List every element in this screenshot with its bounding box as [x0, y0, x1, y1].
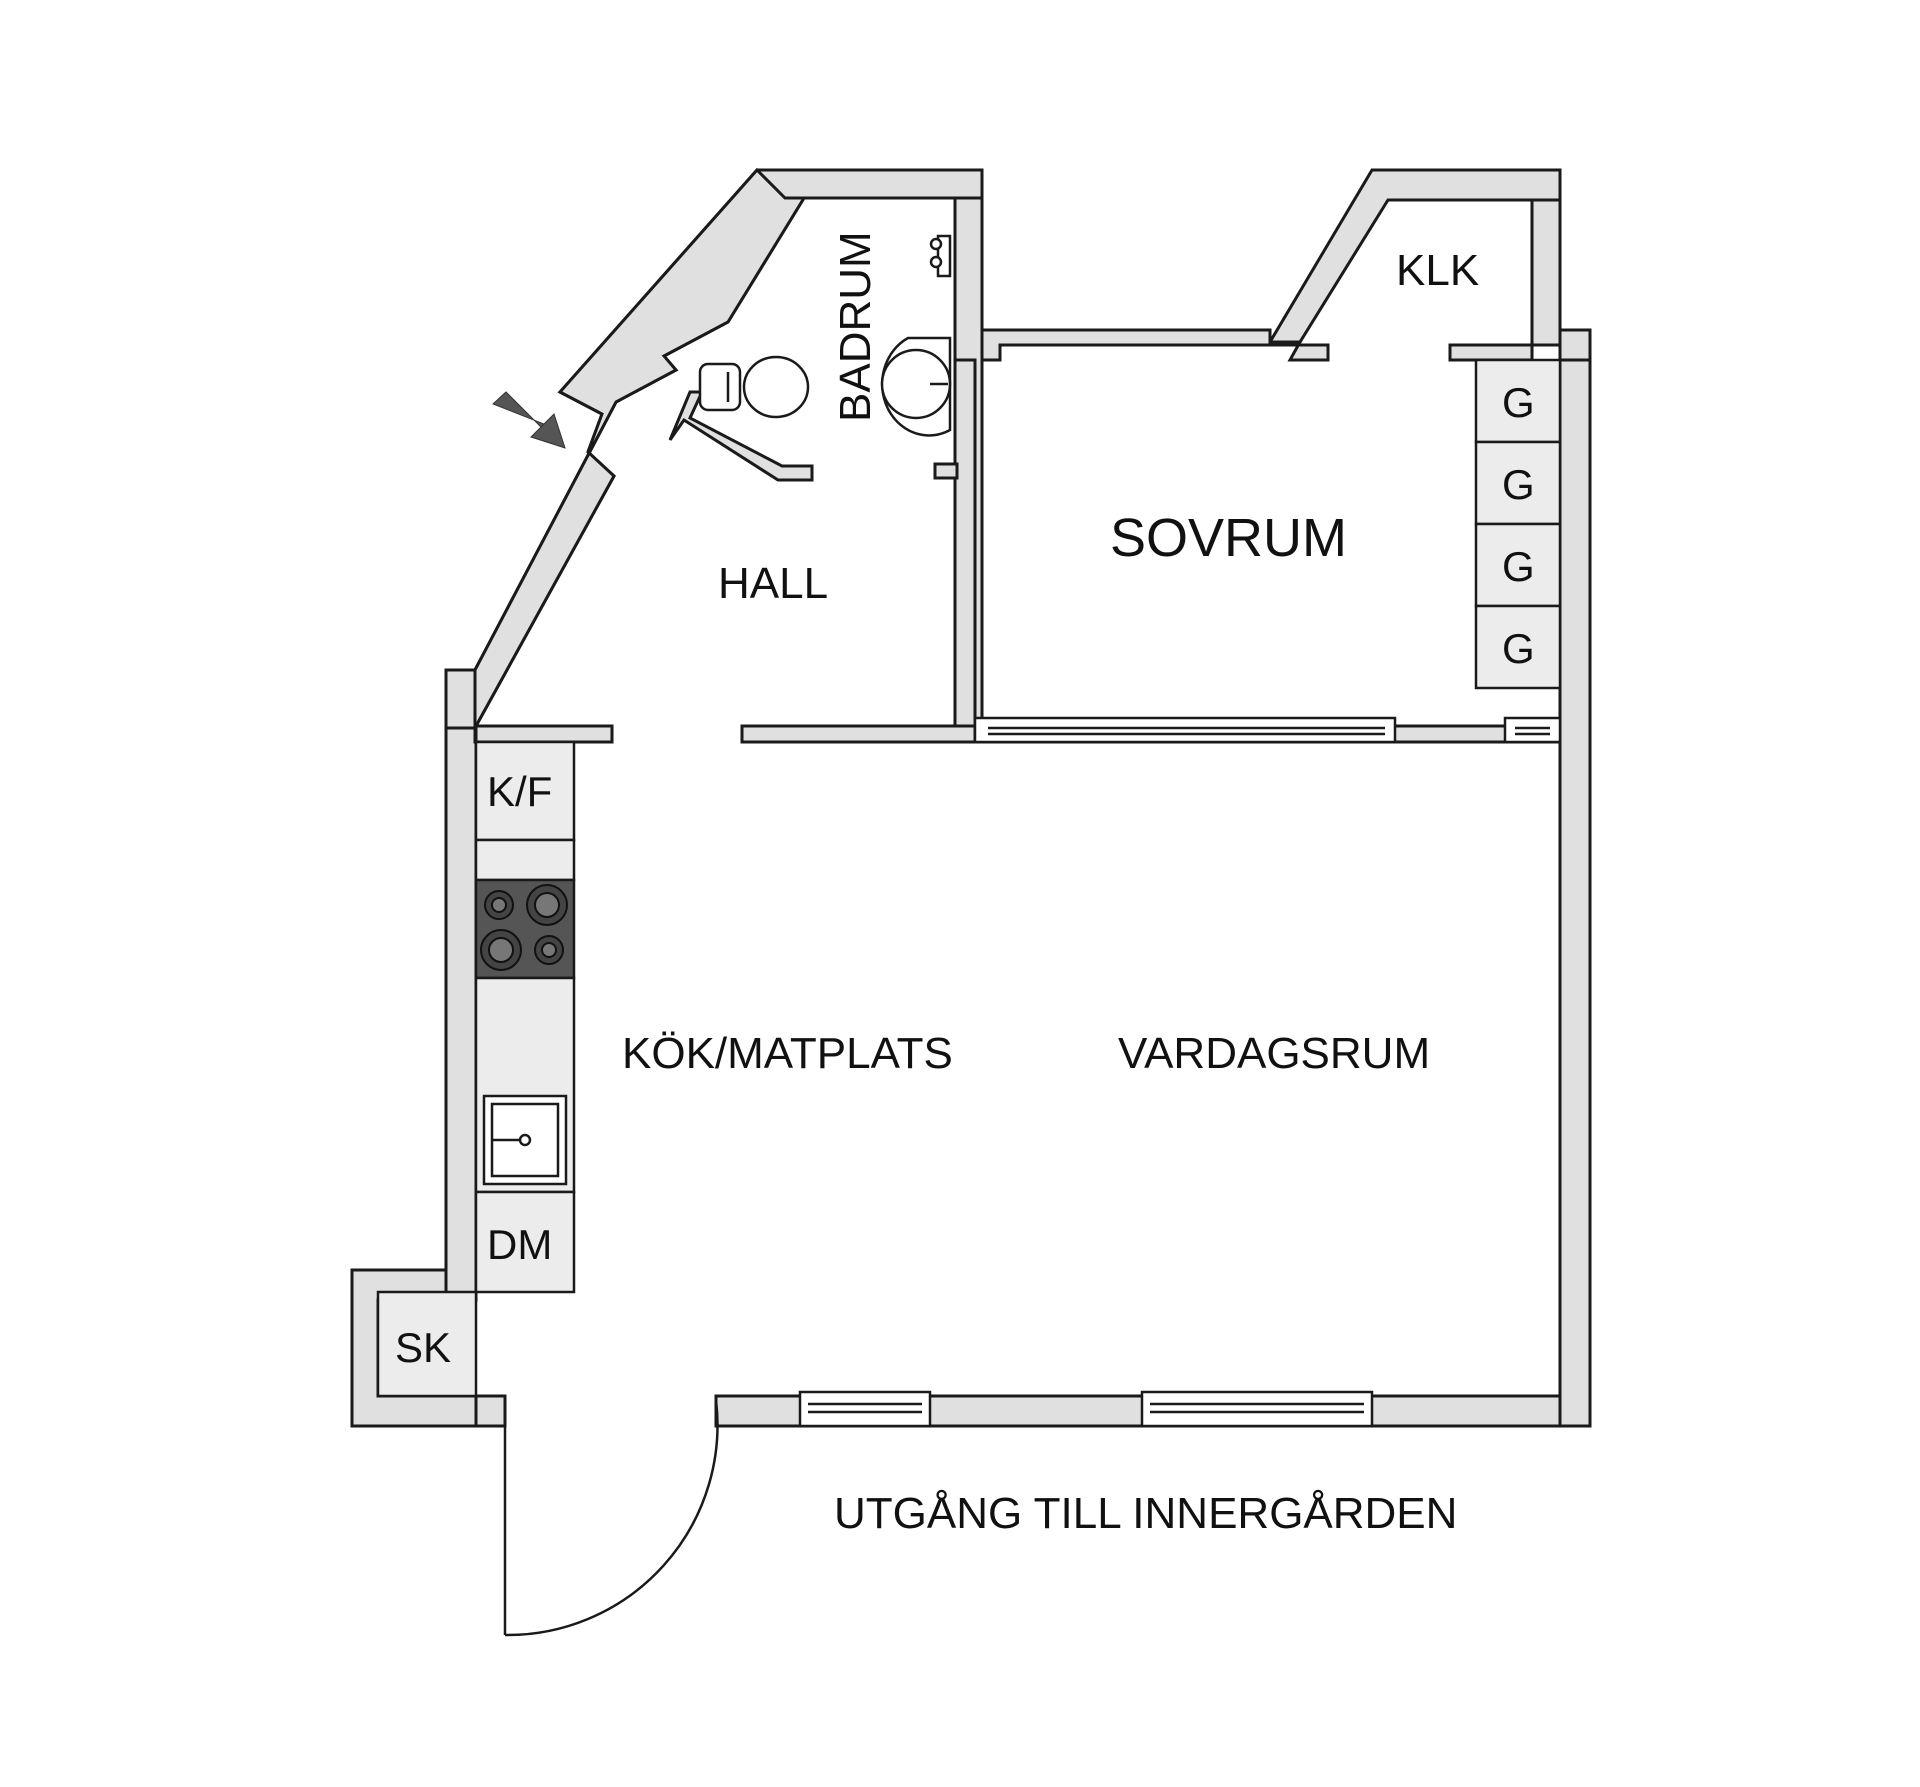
wall-hall-bottom-left — [474, 724, 614, 744]
window-bottom-left — [798, 1390, 932, 1428]
wardrobe-label: G — [1502, 461, 1535, 508]
sink-icon — [482, 1094, 568, 1186]
exit-label: UTGÅNG TILL INNERGÅRDEN — [834, 1489, 1457, 1538]
shower-icon — [929, 234, 952, 278]
toilet-icon — [698, 355, 810, 419]
wardrobes — [1474, 358, 1562, 690]
wall-sovrum-top — [980, 328, 1330, 362]
wardrobe-label: G — [1502, 379, 1535, 426]
fixture-label-sk: SK — [395, 1324, 451, 1371]
counter-segment — [474, 838, 576, 882]
wardrobe-label: G — [1502, 543, 1535, 590]
counter-dm — [474, 1190, 576, 1294]
wall-bottom — [474, 1394, 507, 1428]
room-label-badrum: BADRUM — [831, 231, 880, 422]
wall-right — [1558, 328, 1592, 1428]
bathroom-fixtures — [698, 234, 952, 437]
room-label-kok: KÖK/MATPLATS — [622, 1029, 953, 1078]
wardrobe-label: G — [1502, 625, 1535, 672]
window-bottom-right — [1140, 1390, 1374, 1428]
stove-burners — [480, 884, 568, 971]
fixture-label-dm: DM — [487, 1221, 552, 1268]
entrance-arrow-icon — [492, 391, 566, 449]
wall-hall-bottom-right — [740, 724, 984, 744]
room-label-sovrum: SOVRUM — [1110, 508, 1347, 568]
wall-badrum-stub — [933, 462, 959, 480]
kitchen-counter — [376, 740, 576, 1398]
wall-sovrum-left — [953, 358, 977, 730]
wall-hall-left — [444, 668, 477, 730]
windows — [798, 716, 1562, 1428]
exit-door — [503, 1399, 719, 1637]
room-label-vardagsrum: VARDAGSRUM — [1118, 1029, 1430, 1078]
fixture-label-kf: K/F — [487, 768, 552, 815]
wall-toilet-partition — [668, 390, 814, 482]
washbasin-icon — [880, 336, 952, 437]
room-label-klk: KLK — [1396, 246, 1479, 295]
counter-kf — [474, 740, 576, 842]
window-sovrum — [973, 716, 1397, 744]
room-label-hall: HALL — [718, 559, 828, 608]
window-vardagsrum-small — [1503, 716, 1562, 744]
cabinet-sk — [376, 1290, 478, 1398]
